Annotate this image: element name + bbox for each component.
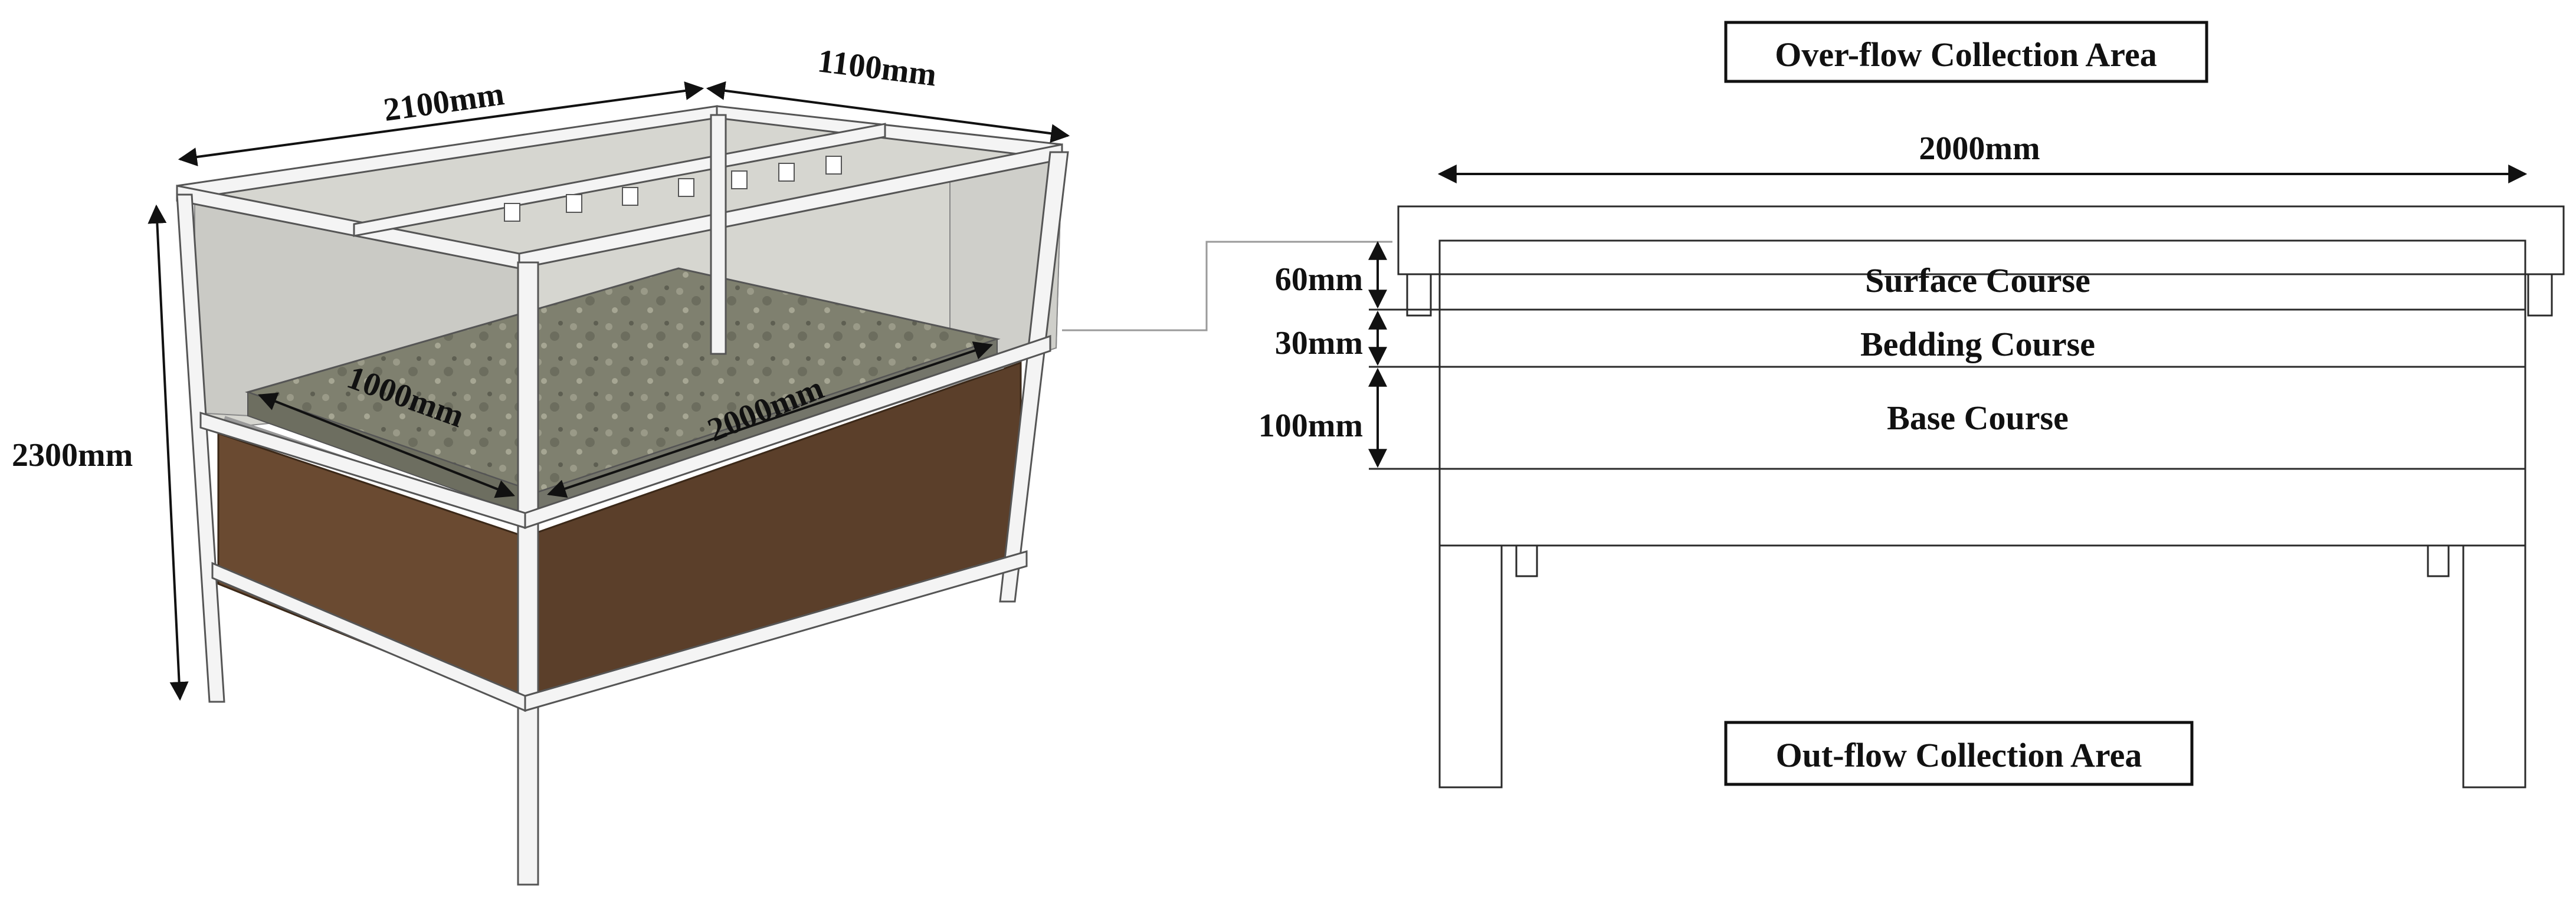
over-flow-label: Over-flow Collection Area xyxy=(1775,35,2157,74)
cross-section: Over-flow Collection Area 2000mm 60mm 30… xyxy=(1258,21,2565,788)
frame-low-front-beam xyxy=(524,550,1028,712)
slab-width-arrow xyxy=(258,392,515,498)
out-flow-box xyxy=(1724,721,2194,786)
height-label: 2300mm xyxy=(12,437,133,474)
leader-line xyxy=(1062,241,1392,331)
depth-label: 1100mm xyxy=(815,42,938,93)
frame-post-back-right xyxy=(999,151,1069,603)
span-label: 2000mm xyxy=(1919,130,2040,167)
surface-thickness-label: 60mm xyxy=(1275,261,1363,298)
bracket-right xyxy=(2427,544,2450,577)
bedding-thickness-label: 30mm xyxy=(1275,325,1363,362)
slab-length-arrow xyxy=(546,341,994,498)
depth-dimension-arrow xyxy=(706,81,1070,143)
bedding-course-label: Bedding Course xyxy=(1860,325,2095,363)
nozzles xyxy=(504,156,842,222)
cover-foot-right xyxy=(2527,273,2553,317)
frame-post-front-mid xyxy=(517,261,539,886)
surface-course-label: Surface Course xyxy=(1865,261,2090,300)
leg-left xyxy=(1438,544,1503,788)
over-flow-box xyxy=(1724,21,2208,83)
base-course-label: Base Course xyxy=(1887,399,2069,437)
test-bed-3d: 2100mm 1100mm 2300mm 1000mm 2000mm xyxy=(12,42,1392,886)
bracket-left xyxy=(1515,544,1538,577)
frame-post-back-mid xyxy=(710,114,727,355)
cover-foot-left xyxy=(1406,273,1432,317)
leg-right xyxy=(2462,544,2526,788)
out-flow-label: Out-flow Collection Area xyxy=(1776,736,2142,774)
width-dimension-arrow xyxy=(178,81,704,166)
base-thickness-label: 100mm xyxy=(1258,408,1363,444)
height-dimension-arrow xyxy=(148,204,189,701)
width-label: 2100mm xyxy=(381,75,506,129)
